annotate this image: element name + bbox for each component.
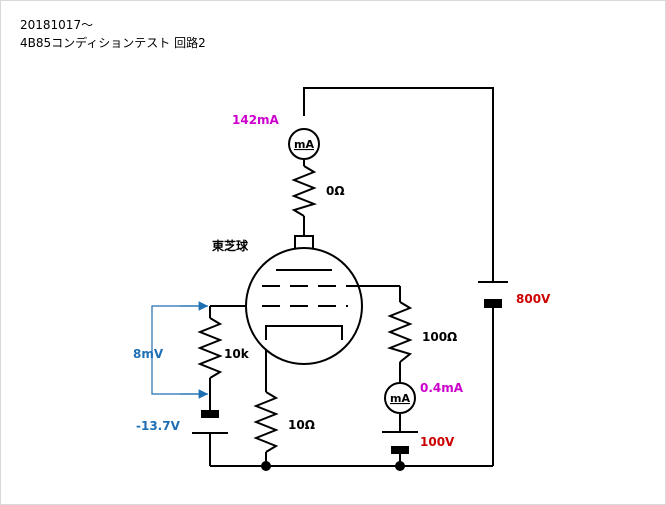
bias-battery bbox=[192, 410, 228, 434]
header-title: 4B85コンディションテスト 回路2 bbox=[20, 36, 206, 50]
plate-resistor-label: 0Ω bbox=[326, 184, 345, 198]
screen-resistor bbox=[386, 301, 413, 363]
tube-name-label: 東芝球 bbox=[212, 238, 249, 253]
plate-current-label: 142mA bbox=[232, 113, 280, 127]
b-supply-battery bbox=[478, 278, 508, 308]
tube-cathode bbox=[265, 325, 343, 340]
screen-milliammeter: mA bbox=[384, 382, 416, 414]
wires bbox=[209, 87, 494, 467]
grid-resistor-label: 10k bbox=[224, 347, 250, 361]
screen-supply-label: 100V bbox=[420, 435, 455, 449]
cathode-resistor-label: 10Ω bbox=[288, 418, 315, 432]
grid-signal-label: 8mV bbox=[133, 347, 164, 361]
plate-meter-unit: mA bbox=[294, 138, 314, 151]
header: 20181017～ 4B85コンディションテスト 回路2 bbox=[20, 16, 206, 52]
junction-dot-screen bbox=[395, 461, 405, 471]
b-supply-label: 800V bbox=[516, 292, 551, 306]
header-date: 20181017～ bbox=[20, 18, 94, 32]
screen-resistor-label: 100Ω bbox=[422, 330, 457, 344]
cathode-resistor bbox=[253, 391, 279, 453]
grid-resistor bbox=[197, 317, 223, 379]
screen-current-label: 0.4mA bbox=[420, 381, 464, 395]
junction-dot-cathode bbox=[261, 461, 271, 471]
bias-supply-label: -13.7V bbox=[136, 419, 181, 433]
wire-top-rail bbox=[303, 87, 494, 278]
grid-signal-bracket bbox=[151, 301, 209, 399]
screen-supply-battery bbox=[382, 431, 418, 454]
plate-milliammeter: mA bbox=[288, 128, 320, 160]
vacuum-tube bbox=[245, 247, 363, 365]
screen-meter-unit: mA bbox=[390, 392, 410, 405]
plate-resistor bbox=[291, 165, 318, 217]
